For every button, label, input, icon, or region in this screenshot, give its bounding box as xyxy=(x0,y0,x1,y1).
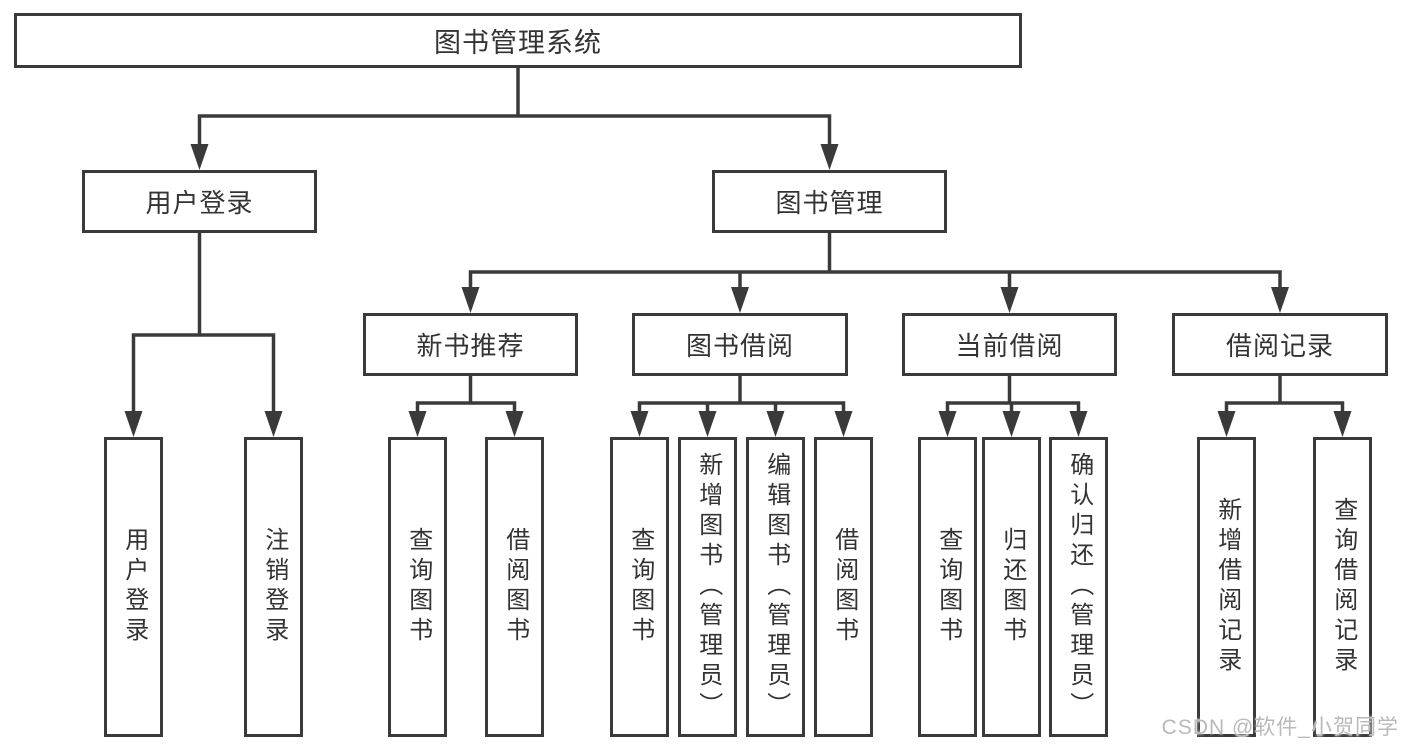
leaf-query-books-current-label: 查询图书 xyxy=(934,527,962,647)
leaf-user-login-label: 用户登录 xyxy=(120,527,148,647)
node-book-borrowing: 图书借阅 xyxy=(632,313,848,376)
node-book-management: 图书管理 xyxy=(712,170,947,233)
leaf-borrow-books-recommend: 借阅图书 xyxy=(485,437,544,737)
node-new-book-recommend: 新书推荐 xyxy=(363,313,578,376)
node-book-management-label: 图书管理 xyxy=(775,188,884,218)
leaf-return-books-label: 归还图书 xyxy=(998,527,1026,647)
leaf-return-books: 归还图书 xyxy=(982,437,1041,737)
node-root-label: 图书管理系统 xyxy=(434,28,602,58)
leaf-add-books-admin-label: 新增图书（管理员） xyxy=(694,452,722,722)
leaf-borrow-books-borrowing-label: 借阅图书 xyxy=(830,527,858,647)
leaf-query-borrow-record-label: 查询借阅记录 xyxy=(1329,497,1357,677)
leaf-add-books-admin: 新增图书（管理员） xyxy=(678,437,737,737)
leaf-query-books-current: 查询图书 xyxy=(918,437,977,737)
tree-edges xyxy=(131,67,1345,415)
node-borrow-records: 借阅记录 xyxy=(1172,313,1388,376)
leaf-confirm-return-admin: 确认归还（管理员） xyxy=(1049,437,1108,737)
leaf-edit-books-admin-label: 编辑图书（管理员） xyxy=(762,452,790,722)
leaf-logout: 注销登录 xyxy=(244,437,303,737)
node-new-book-recommend-label: 新书推荐 xyxy=(416,331,525,361)
leaf-query-books-borrowing: 查询图书 xyxy=(610,437,669,737)
node-user-login: 用户登录 xyxy=(82,170,317,233)
arrowheads xyxy=(124,144,1352,437)
csdn-watermark: CSDN @软件_小贺同学 xyxy=(1161,716,1399,739)
leaf-confirm-return-admin-label: 确认归还（管理员） xyxy=(1065,452,1093,722)
leaf-logout-label: 注销登录 xyxy=(260,527,288,647)
leaf-add-borrow-record-label: 新增借阅记录 xyxy=(1213,497,1241,677)
leaf-add-borrow-record: 新增借阅记录 xyxy=(1197,437,1256,737)
leaf-edit-books-admin: 编辑图书（管理员） xyxy=(746,437,805,737)
node-current-borrowing-label: 当前借阅 xyxy=(955,331,1064,361)
leaf-query-books-recommend: 查询图书 xyxy=(388,437,447,737)
leaf-borrow-books-recommend-label: 借阅图书 xyxy=(501,527,529,647)
leaf-borrow-books-borrowing: 借阅图书 xyxy=(814,437,873,737)
leaf-user-login: 用户登录 xyxy=(104,437,163,737)
leaf-query-borrow-record: 查询借阅记录 xyxy=(1313,437,1372,737)
leaf-query-books-borrowing-label: 查询图书 xyxy=(626,527,654,647)
node-current-borrowing: 当前借阅 xyxy=(902,313,1117,376)
node-root-library-system: 图书管理系统 xyxy=(14,13,1022,68)
node-borrow-records-label: 借阅记录 xyxy=(1225,331,1334,361)
node-book-borrowing-label: 图书借阅 xyxy=(685,331,794,361)
leaf-query-books-recommend-label: 查询图书 xyxy=(404,527,432,647)
node-user-login-label: 用户登录 xyxy=(145,188,254,218)
